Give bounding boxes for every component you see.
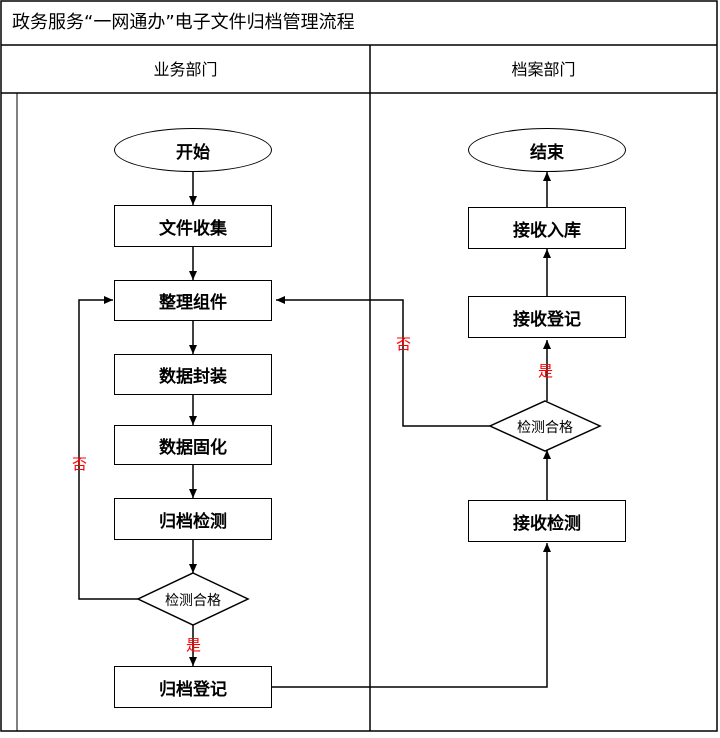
- collect-node: 文件收集: [114, 205, 272, 247]
- decision-diamond-right: [488, 400, 602, 452]
- left-yes-label: 是: [186, 636, 202, 654]
- package-node: 数据封装: [114, 354, 272, 395]
- archive-check-node: 归档检测: [114, 498, 272, 540]
- lane-header-archive: 档案部门: [511, 60, 576, 79]
- arrow-register-to-receive-check: [272, 543, 551, 688]
- organize-node: 整理组件: [114, 280, 272, 321]
- right-no-label: 否: [396, 335, 412, 353]
- right-yes-label: 是: [538, 362, 554, 380]
- receive-register-node: 接收登记: [468, 296, 626, 338]
- diagram-title: 政务服务“一网通办”电子文件归档管理流程: [12, 12, 355, 33]
- lane-header-business: 业务部门: [153, 60, 218, 79]
- receive-store-node: 接收入库: [468, 207, 626, 249]
- arrow-left-no-loop: [78, 296, 138, 600]
- decision-right-label: 检测合格: [517, 420, 573, 436]
- archive-register-node: 归档登记: [114, 666, 272, 708]
- left-no-label: 否: [72, 455, 88, 473]
- decision-left-label: 检测合格: [165, 593, 221, 609]
- arrow-right-no-to-organize: [276, 296, 490, 427]
- end-node: 结束: [468, 128, 626, 172]
- solidify-node: 数据固化: [114, 425, 272, 465]
- start-node: 开始: [114, 128, 272, 172]
- decision-diamond-left: [136, 572, 250, 626]
- receive-check-node: 接收检测: [468, 500, 626, 542]
